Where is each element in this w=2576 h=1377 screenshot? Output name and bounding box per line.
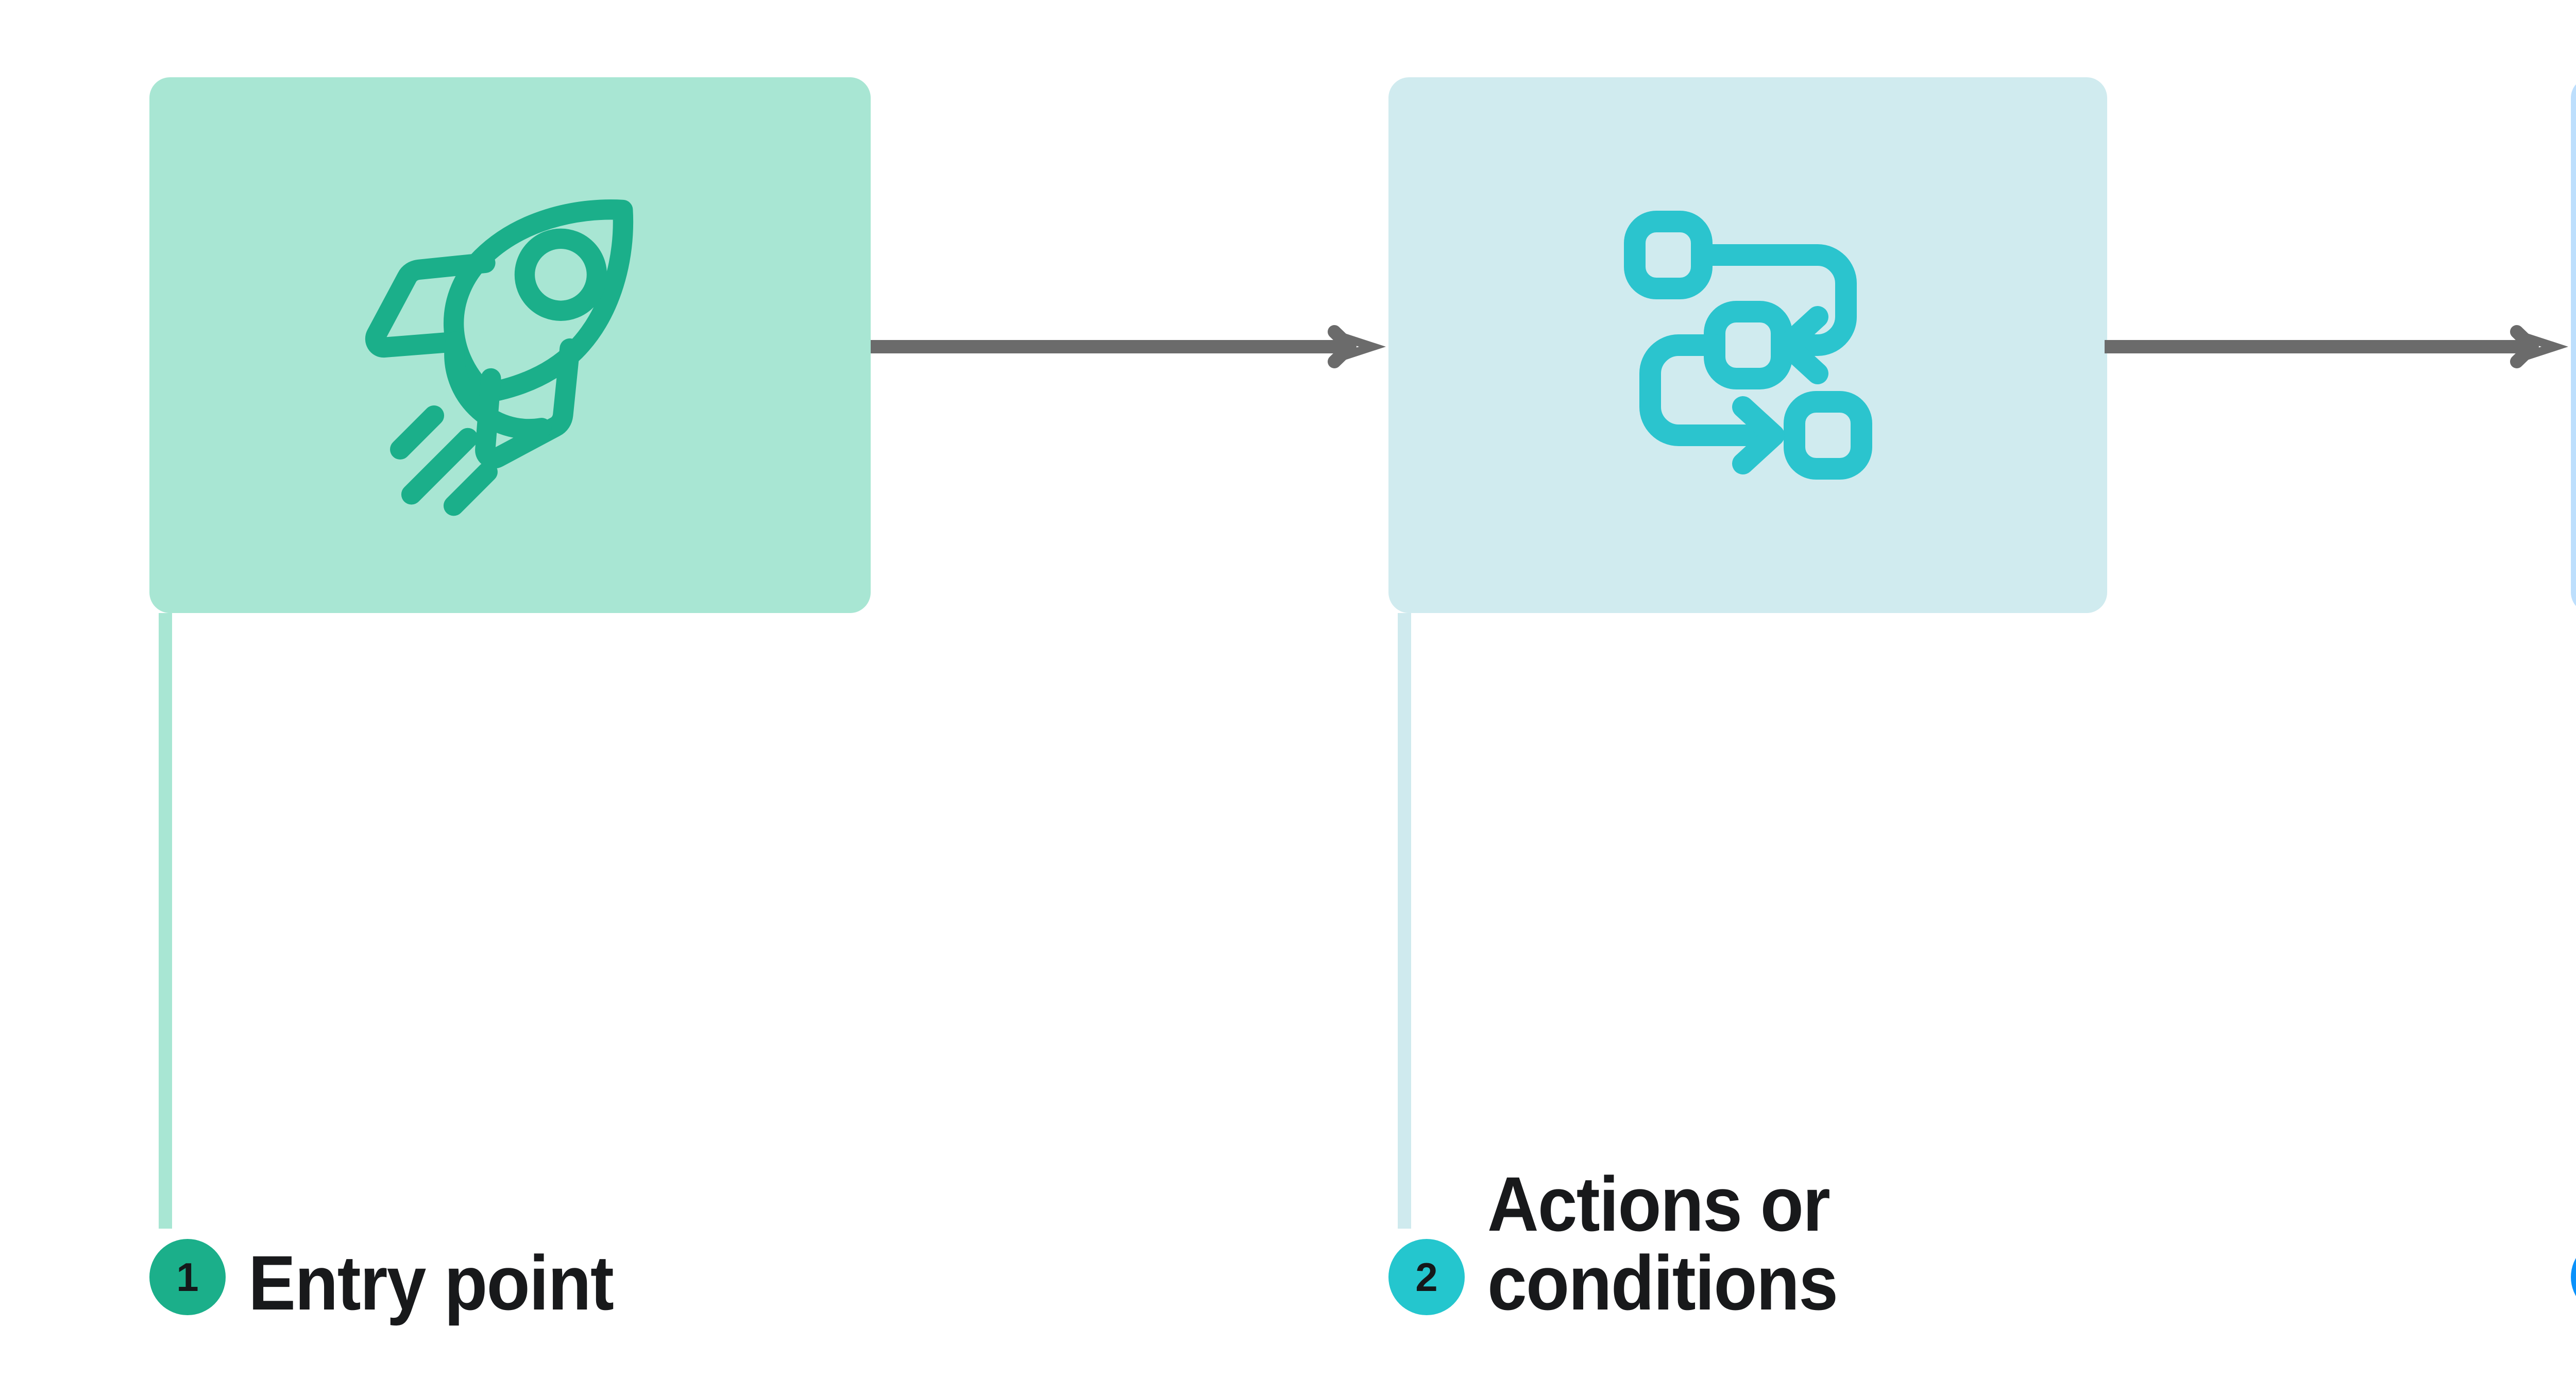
step-1-label: Entry point	[248, 1239, 614, 1326]
step-2-caption: 2 Actions or conditions	[1388, 1165, 2107, 1322]
arrow-step2-to-step3	[2105, 324, 2573, 370]
step-3-number-badge[interactable]: 3	[2571, 1239, 2576, 1315]
step-2-connector-line	[1398, 613, 1411, 1229]
step-1-icon-card[interactable]	[149, 77, 871, 613]
step-1-number-badge[interactable]: 1	[149, 1239, 226, 1315]
step-2-icon-card[interactable]	[1388, 77, 2107, 613]
process-step-2: 2 Actions or conditions	[1388, 0, 2107, 1377]
arrow-step1-to-step2	[871, 324, 1391, 370]
step-3-icon-card[interactable]	[2571, 77, 2576, 613]
step-1-connector-line	[159, 613, 172, 1229]
step-1-caption: 1 Entry point	[149, 1239, 871, 1322]
process-step-3: 3 Exit or restart conditions	[2571, 0, 2576, 1377]
rocket-icon	[330, 165, 690, 525]
step-2-number-badge[interactable]: 2	[1388, 1239, 1465, 1315]
process-flow-icon	[1583, 180, 1913, 510]
step-3-caption: 3 Exit or restart conditions	[2571, 1086, 2576, 1315]
process-step-1: 1 Entry point	[149, 0, 871, 1377]
step-2-label: Actions or conditions	[1487, 1161, 1838, 1326]
